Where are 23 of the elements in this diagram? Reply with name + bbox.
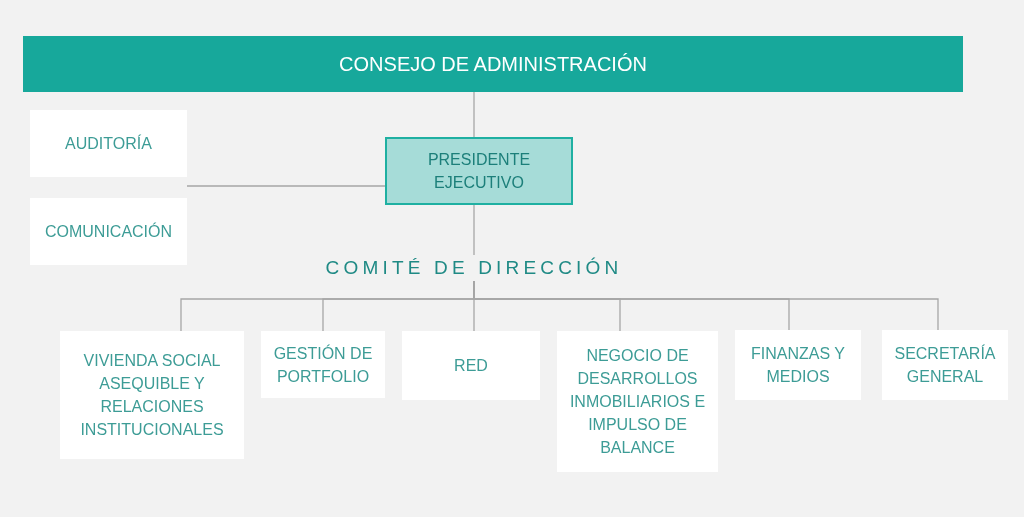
board-banner [23, 36, 963, 92]
department-label: RED [454, 356, 488, 376]
connector-line [186, 185, 386, 187]
department-label: GESTIÓN DE PORTFOLIO [272, 343, 374, 387]
department-label: FINANZAS Y MEDIOS [750, 344, 846, 387]
department-label: SECRETARÍA GENERAL [893, 343, 997, 387]
department-box [60, 331, 244, 459]
department-label: NEGOCIO DE DESARROLLOS INMOBILIARIOS E IMPULSO DE BALANCE [568, 346, 707, 458]
department-box [882, 330, 1008, 400]
connector-line [473, 204, 475, 256]
department-box [735, 330, 861, 400]
department-label: AUDITORÍA [65, 133, 152, 154]
department-box [261, 331, 385, 398]
executive-box [385, 137, 573, 205]
connector-line [473, 280, 939, 331]
department-label: COMUNICACIÓN [44, 221, 173, 242]
department-box [402, 331, 540, 400]
department-label: VIVIENDA SOCIAL ASEQUIBLE Y RELACIONES INSTITUCIONALES [79, 351, 225, 440]
executive-label: PRESIDENTE EJECUTIVO [426, 150, 532, 193]
connector-line [473, 91, 475, 138]
department-box [557, 331, 718, 472]
banner-title: CONSEJO DE ADMINISTRACIÓN [339, 52, 647, 77]
section-heading: COMITÉ DE DIRECCIÓN [325, 255, 623, 281]
